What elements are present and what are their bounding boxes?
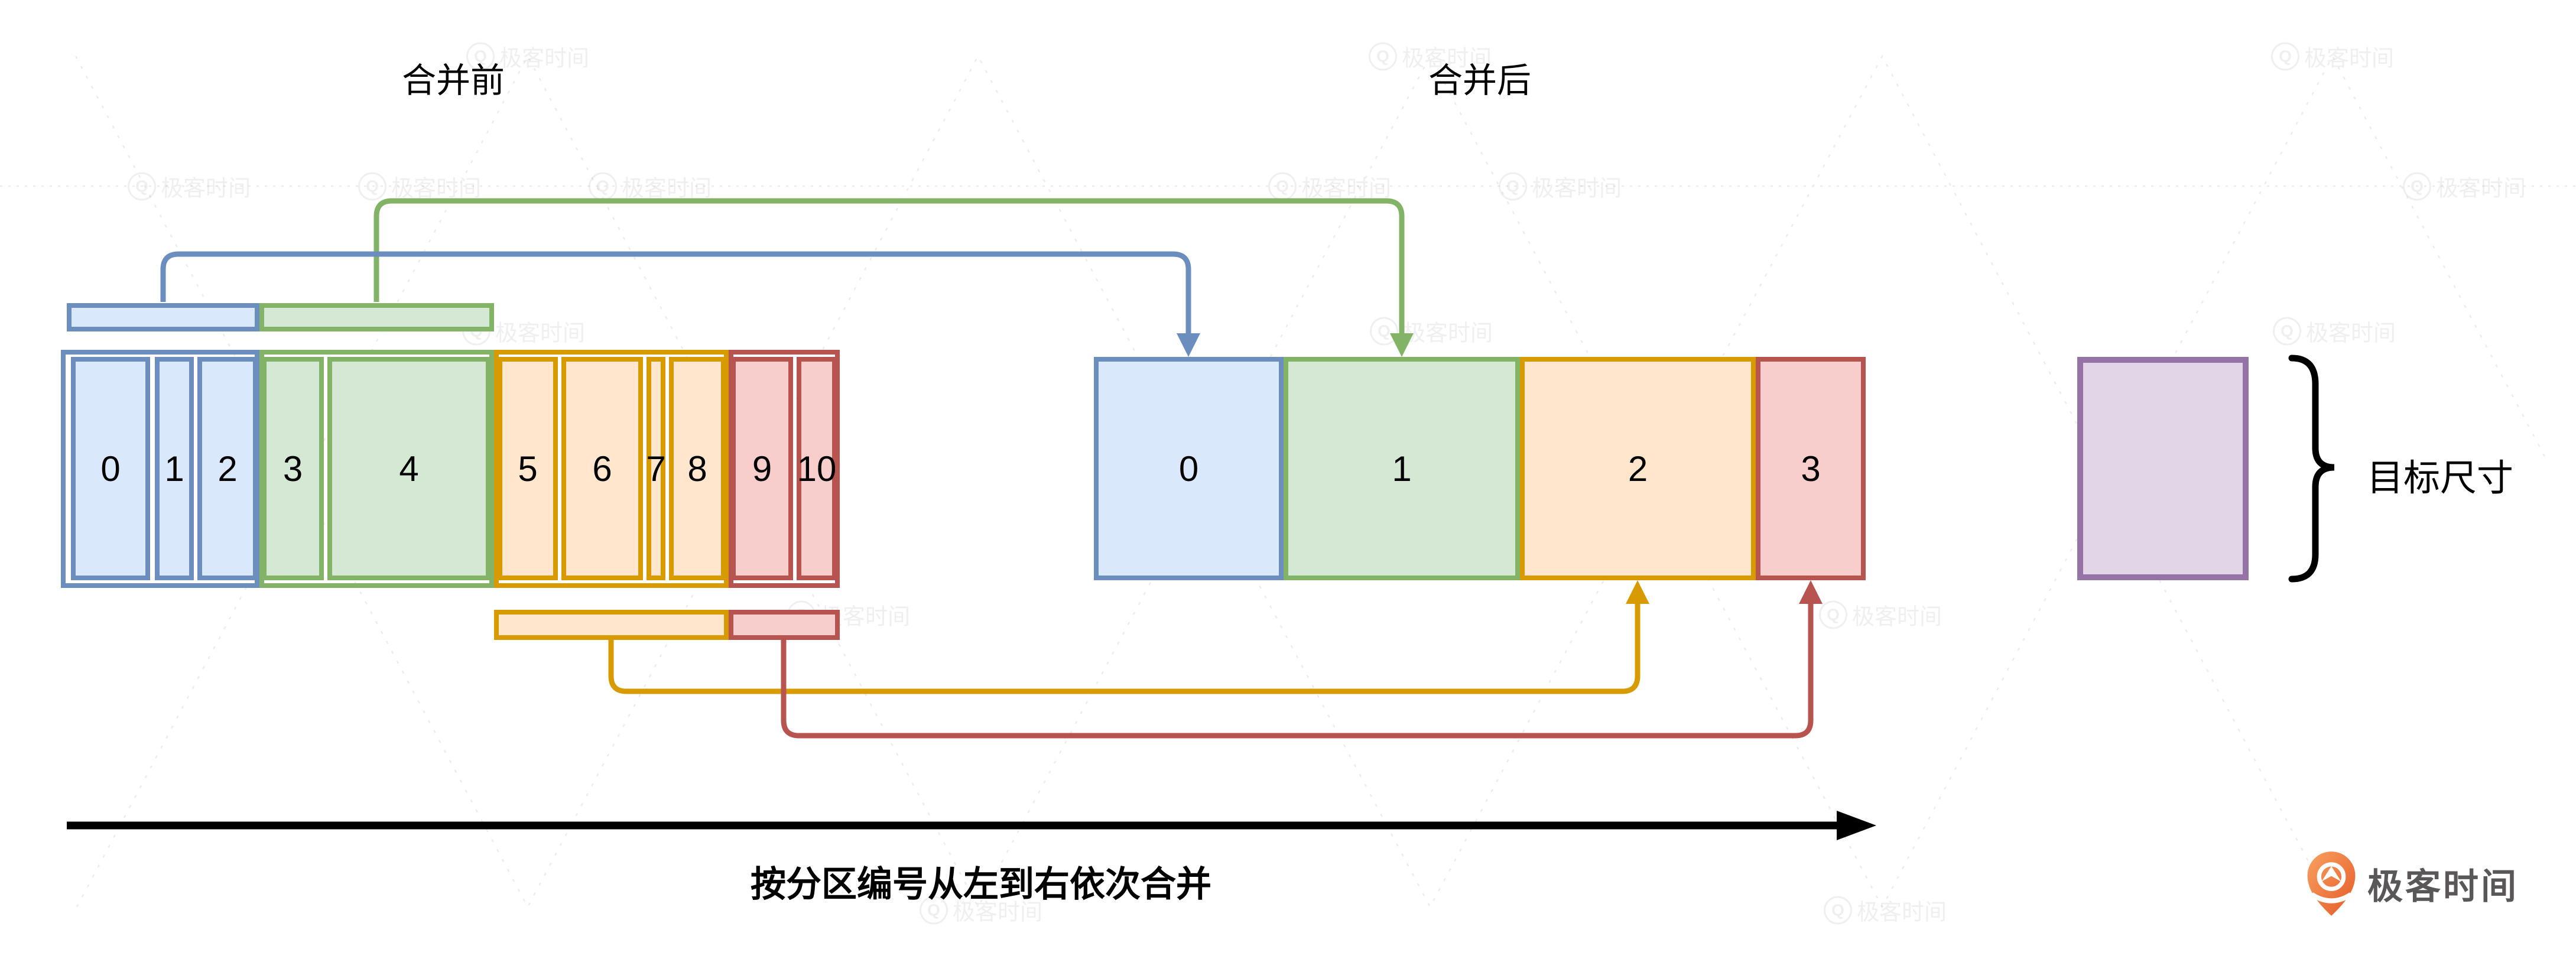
watermark-logo-icon: Q (358, 172, 386, 200)
before-merge-title: 合并前 (401, 61, 505, 100)
geektime-logo-icon (2307, 851, 2356, 916)
watermark-logo-icon: Q (2272, 317, 2301, 345)
merge-order-caption: 按分区编号从左到右依次合并 (751, 864, 1211, 904)
merge-range-bar-orange (494, 610, 729, 640)
before-partition-8: 8 (669, 357, 726, 580)
merge-range-bar-green (259, 303, 494, 331)
before-partition-7: 7 (646, 357, 666, 580)
watermark-logo-icon: Q (1818, 600, 1847, 629)
watermark-logo-icon: Q (1368, 42, 1397, 70)
watermark-logo-icon: Q (127, 172, 156, 200)
before-group-frame-orange (494, 350, 729, 588)
watermark-logo-icon: Q (466, 42, 495, 70)
before-partition-4: 4 (327, 357, 490, 580)
merge-range-bar-blue (67, 303, 259, 331)
target-size-brace (2288, 355, 2335, 583)
merge-range-bar-red (729, 610, 840, 640)
after-partition-3: 3 (1756, 357, 1866, 580)
before-partition-9: 9 (731, 357, 793, 580)
watermark-logo-icon: Q (1268, 172, 1297, 200)
arrowhead-black-right (1837, 811, 1876, 840)
watermark-logo-icon: Q (1498, 172, 1527, 200)
watermark-logo-icon: Q (2270, 42, 2299, 70)
before-partition-2: 2 (197, 357, 258, 580)
before-partition-6: 6 (561, 357, 643, 580)
watermark-logo-icon: Q (1823, 896, 1852, 924)
before-partition-10: 10 (797, 357, 837, 580)
before-partition-1: 1 (155, 357, 194, 580)
target-size-box (2077, 357, 2249, 580)
watermark-logo-icon: Q (2402, 172, 2431, 200)
after-partition-2: 2 (1520, 357, 1756, 580)
geektime-logo-text: 极客时间 (2367, 866, 2519, 906)
watermark-logo-icon: Q (1369, 317, 1398, 345)
merge-order-arrow (67, 811, 1876, 840)
before-partition-3: 3 (262, 357, 324, 580)
arrowhead-orange-up (1626, 580, 1649, 604)
before-partition-0: 0 (71, 357, 150, 580)
watermark-logo-icon: Q (919, 896, 948, 924)
after-merge-title: 合并后 (1428, 61, 1532, 100)
after-partition-1: 1 (1284, 357, 1520, 580)
before-partition-5: 5 (498, 357, 558, 580)
after-partition-0: 0 (1094, 357, 1284, 580)
target-size-label: 目标尺寸 (2367, 458, 2514, 499)
watermark-logo-icon: Q (588, 172, 617, 200)
geektime-logo: 极客时间 (2304, 850, 2519, 917)
arrowhead-blue-down (1177, 333, 1200, 357)
connector-red (781, 580, 1823, 739)
